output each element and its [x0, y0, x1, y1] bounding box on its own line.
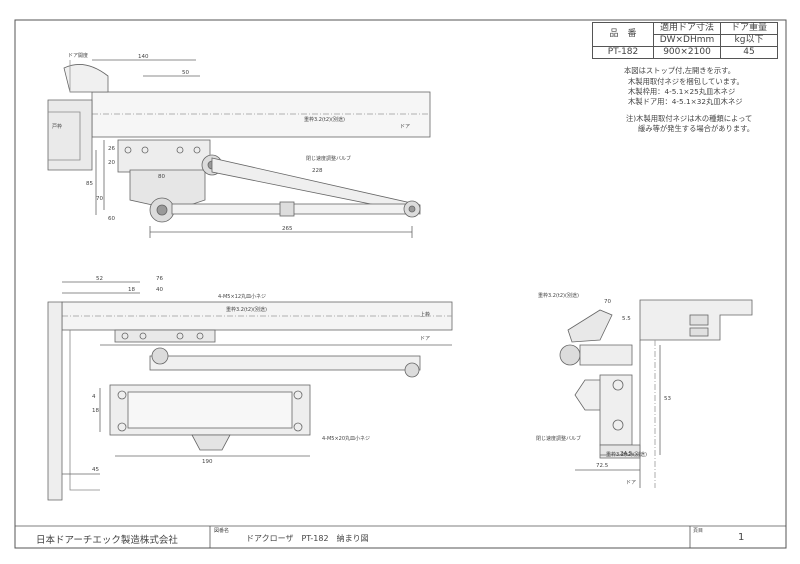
- dim-228: 228: [312, 168, 323, 174]
- valve-label-top: 閉じ速度調整バルブ: [306, 155, 351, 162]
- valve-front: [191, 434, 231, 451]
- bracket-label-front: 重枠3.2(t2)(別途): [226, 306, 267, 313]
- dim-52: 52: [96, 276, 103, 282]
- left-jamb: [47, 301, 63, 501]
- page-number: 1: [738, 532, 745, 543]
- door-label-top: ドア: [400, 124, 410, 130]
- note-line-2: 木製用取付ネジを梱包しています。: [628, 77, 744, 86]
- front-bracket: [114, 329, 216, 343]
- note-line-3: 木製枠用：4-5.1×25丸皿木ネジ: [628, 87, 736, 96]
- side-view: [559, 299, 753, 488]
- dim-45: 45: [92, 467, 99, 473]
- door-label-side: ドア: [626, 480, 636, 486]
- note-line-4: 木製ドア用：4-5.1×32丸皿木ネジ: [628, 97, 743, 106]
- page-label: 頁目: [693, 528, 704, 534]
- side-bracket: [567, 309, 613, 343]
- dim-side-53: 53: [664, 396, 671, 402]
- drawing-title: ドアクローザ PT-182 納まり図: [246, 534, 369, 543]
- dim-side-72-5: 72.5: [596, 463, 609, 469]
- note-line-6: 緩み等が発生する場合があります。: [638, 124, 755, 133]
- sheet-border: [14, 19, 787, 549]
- dim-side-70: 70: [604, 299, 611, 305]
- screw-top-label: 4-M5×12丸皿小ネジ: [218, 293, 266, 300]
- dim-265: 265: [282, 226, 293, 232]
- dim-18b: 18: [92, 408, 99, 414]
- dim-side-5-5: 5.5: [622, 316, 631, 322]
- spec-header-size: 適用ドア寸法: [653, 22, 721, 35]
- dim-80: 80: [158, 174, 165, 180]
- dim-50: 50: [182, 70, 189, 76]
- main-arm: [211, 157, 421, 215]
- head-frame-label: 上枠: [420, 311, 430, 318]
- bracket-label-side: 重枠3.2(t2)(別途): [538, 292, 579, 299]
- dim-18: 18: [128, 287, 135, 293]
- dim-4: 4: [92, 394, 96, 400]
- spec-table: 品 番 適用ドア寸法 ドア重量 DW×DHmm kg以下 PT-182 900×…: [592, 22, 778, 59]
- dim-40: 40: [156, 287, 163, 293]
- spec-subheader-size: DW×DHmm: [653, 34, 721, 47]
- door-open-label: ドア開度: [68, 52, 88, 59]
- front-view: [47, 281, 453, 501]
- screw-bottom-label: 4-M5×20丸皿小ネジ: [322, 435, 370, 442]
- top-view: [47, 59, 431, 238]
- bottom-bracket-label-side: 重枠3.2(t2)(別途): [606, 451, 647, 458]
- frame-label: 戸枠: [52, 123, 62, 130]
- dim-side-24-5: 24.5: [620, 451, 633, 457]
- dim-190: 190: [202, 459, 213, 465]
- spec-size: 900×2100: [653, 46, 721, 59]
- dim-85: 85: [86, 181, 93, 187]
- note-line-1: 本図はストップ付,左開きを示す。: [624, 66, 736, 75]
- dim-26: 26: [108, 146, 115, 152]
- spec-header-model: 品 番: [592, 22, 654, 47]
- front-arm: [149, 355, 421, 371]
- frame-profile: [47, 99, 93, 171]
- door-slab: [91, 91, 431, 138]
- drawing-name-label: 図番名: [214, 528, 230, 534]
- title-block: [15, 525, 786, 548]
- bracket-label-top: 重枠3.2(t2)(別途): [304, 116, 345, 123]
- dim-76: 76: [156, 276, 163, 282]
- note-line-5: 注)木製用取付ネジは木の種類によって: [626, 114, 753, 123]
- dim-60: 60: [108, 216, 115, 222]
- spec-subheader-weight: kg以下: [720, 34, 778, 47]
- valve-label-side: 閉じ速度調整バルブ: [536, 435, 581, 442]
- dim-20: 20: [108, 160, 115, 166]
- top-bracket: [117, 139, 211, 173]
- spec-model: PT-182: [592, 46, 654, 59]
- spec-weight: 45: [720, 46, 778, 59]
- company-name: 日本ドアーチエック製造株式会社: [36, 535, 178, 546]
- dim-140: 140: [138, 54, 149, 60]
- spec-header-weight: ドア重量: [720, 22, 778, 35]
- door-label-front: ドア: [420, 336, 430, 342]
- dim-70: 70: [96, 196, 103, 202]
